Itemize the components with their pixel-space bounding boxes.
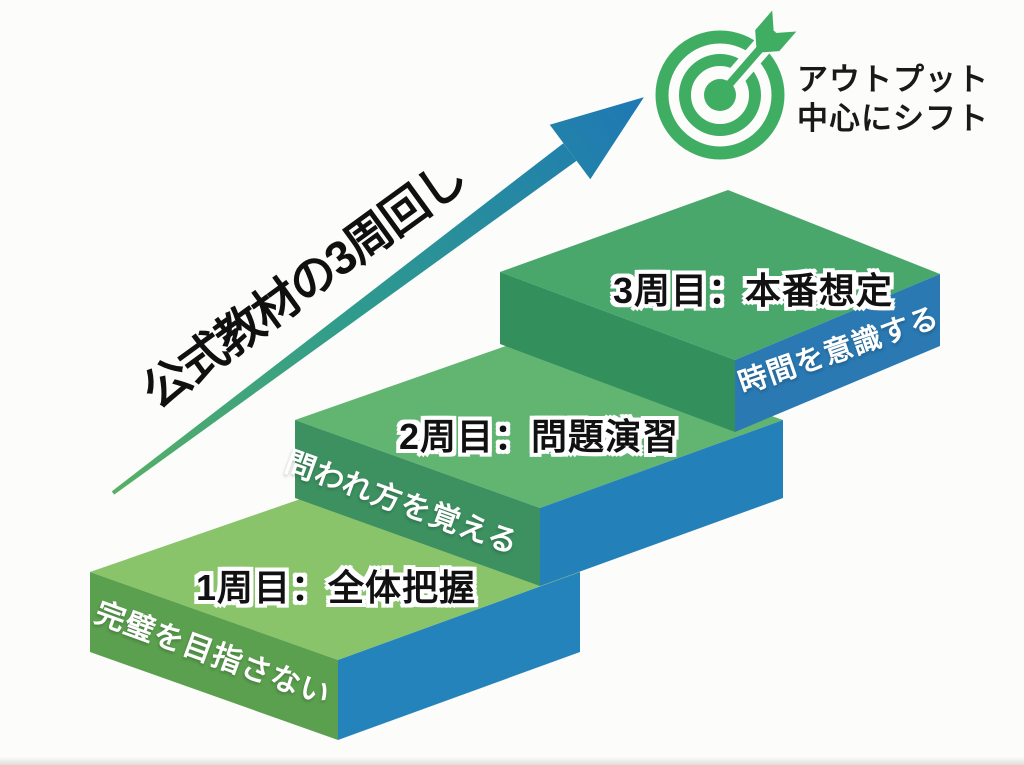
target-dart-icon bbox=[655, 10, 797, 160]
dart-fletching bbox=[755, 10, 797, 53]
growth-arrow-head bbox=[549, 97, 644, 180]
goal-text-line2: 中心にシフト bbox=[797, 101, 989, 136]
growth-arrow-shaft bbox=[111, 143, 577, 495]
target-middle-ring bbox=[679, 54, 761, 136]
step3-top-face bbox=[500, 190, 940, 360]
goal-text-line1: アウトプット bbox=[797, 62, 989, 97]
step1-title: 1周目：全体把握 bbox=[195, 567, 477, 608]
step2-left-face bbox=[295, 420, 540, 586]
step2-title: 2周目：問題演習 bbox=[398, 416, 680, 457]
step2-right-face bbox=[540, 420, 783, 586]
step3-right-face bbox=[735, 274, 940, 432]
target-outer-ring bbox=[655, 30, 785, 160]
step3-left-face bbox=[500, 272, 735, 432]
step1-left-face bbox=[90, 572, 338, 740]
growth-arrow bbox=[111, 97, 644, 495]
bottom-shadow-strip bbox=[0, 757, 1024, 765]
step1-right-face bbox=[338, 572, 580, 740]
step3-title: 3周目：本番想定 bbox=[612, 270, 894, 311]
goal-text: アウトプット 中心にシフト bbox=[797, 60, 989, 138]
step3-box bbox=[500, 190, 940, 432]
